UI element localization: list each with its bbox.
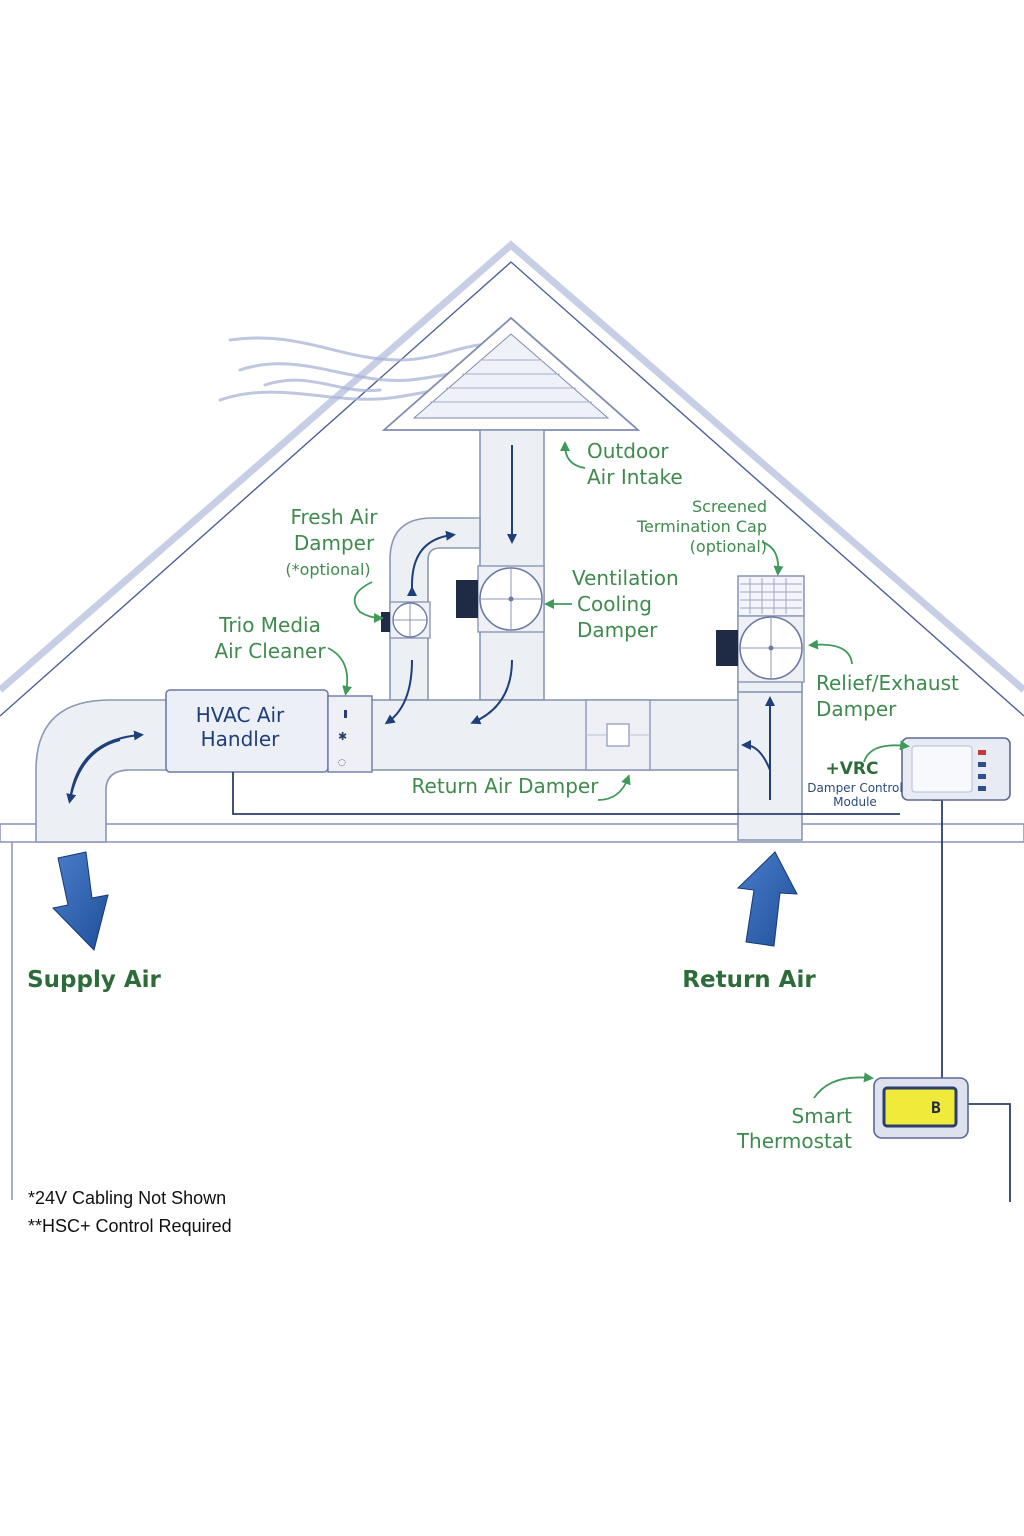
snowflake-icon: ✱ [338,730,347,743]
supply-elbow-duct [35,699,171,843]
droplet-icon: ◌ [338,758,346,768]
fresh-air-branch-duct [389,517,481,701]
hvac-air-handler-label: Handler [201,727,281,751]
ventilation-cooling-damper-label: Cooling [577,592,652,616]
screened-termination-cap-optional-note: (optional) [690,537,767,556]
fresh-air-damper [381,601,431,639]
status-led-icon [978,750,986,755]
supply-air-label: Supply Air [27,967,161,993]
fresh-air-damper-label: Damper [294,531,375,555]
hvac-air-handler-label: HVAC Air [196,703,285,727]
flow-arrows [66,445,775,804]
ceiling-joist [0,823,1024,843]
fresh-air-damper-optional-note: (*optional) [285,560,370,579]
thermostat-display-value: B [931,1098,941,1117]
roof-inner-line [0,261,1024,717]
fresh-air-damper-label: Fresh Air [290,505,378,529]
callout-arrows [327,441,910,1099]
hvac-air-handler: HVAC Air Handler [165,689,329,773]
return-air-damper [585,699,651,771]
supply-air-arrow [51,851,109,951]
ventilation-cooling-damper [456,565,545,633]
return-air-label: Return Air [682,967,816,993]
smart-thermostat-device: B [873,1077,969,1139]
relief-exhaust-damper-label: Damper [816,697,897,721]
relief-exhaust-damper [716,615,805,683]
damper-actuator-icon [381,612,390,632]
relief-exhaust-damper-label: Relief/Exhaust [816,671,959,695]
return-air-damper-label: Return Air Damper [412,774,600,798]
ventilation-cooling-damper-label: Damper [577,618,658,642]
trio-media-air-cleaner-label: Air Cleaner [214,639,326,663]
return-air-arrow [736,851,798,947]
damper-actuator-icon [716,630,738,666]
footnote-control: **HSC+ Control Required [28,1216,232,1236]
vrc-damper-control-module [901,737,1011,801]
outdoor-air-intake-label: Air Intake [587,465,683,489]
vrc-sub-label: Module [833,795,877,809]
trio-media-air-cleaner-label: Trio Media [218,613,321,637]
main-trunk-duct [359,699,791,771]
smart-thermostat-label: Smart [792,1104,853,1128]
footnote-cabling: *24V Cabling Not Shown [28,1188,226,1208]
vrc-sub-label: Damper Control [807,781,902,795]
vrc-label: +VRC [826,759,879,779]
ventilation-cooling-damper-label: Ventilation [572,566,679,590]
footnotes: *24V Cabling Not Shown **HSC+ Control Re… [28,1188,232,1236]
screened-termination-cap [737,575,805,617]
screened-termination-cap-label: Termination Cap [636,517,767,536]
roof-outline [0,240,1024,693]
status-led-icon [978,774,986,779]
status-led-icon [978,786,986,791]
outdoor-air-intake-label: Outdoor [587,439,669,463]
smart-thermostat-label: Thermostat [736,1129,852,1153]
labels: Outdoor Air Intake Fresh Air Damper (*op… [27,439,959,1153]
trio-media-air-cleaner: ✱ ◌ [327,695,373,773]
status-led-icon [978,762,986,767]
gable-vent [381,316,641,431]
damper-actuator-icon [456,580,478,618]
screened-termination-cap-label: Screened [692,497,767,516]
